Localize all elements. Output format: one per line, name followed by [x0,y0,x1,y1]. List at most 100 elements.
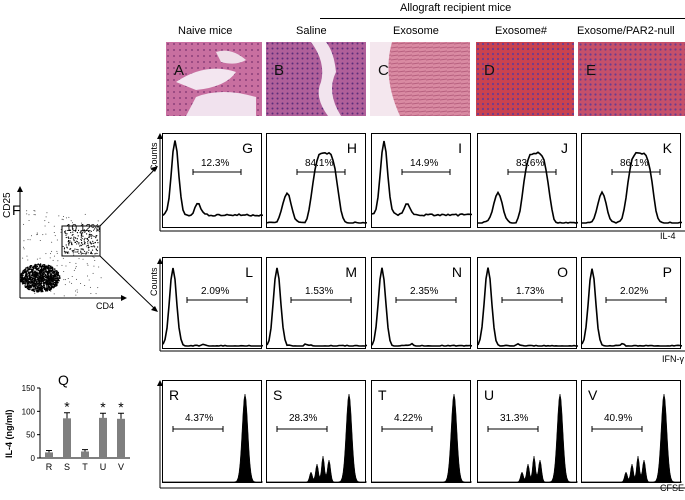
tissue-letter-c: C [378,62,389,79]
il4-y-label: Counts [149,142,159,171]
flow-dotplot-svg [17,186,127,301]
cfse-row-frame: CFSE [150,378,685,494]
tissue-naive-image [166,42,262,116]
ifn-panel-percentage: 2.35% [410,286,439,297]
bar-category-label: U [100,462,107,472]
flow-y-arrow [17,186,23,192]
cfse-histogram-u: U 31.3% [477,380,578,483]
ifn-panel-letter: M [345,264,357,280]
il4-histogram-j: J 83.6% [477,133,578,228]
flow-dots [19,209,102,297]
ifn-panel-percentage: 2.09% [201,286,230,297]
bar-s [63,418,71,458]
il4-histogram-plot [582,151,682,224]
tissue-naive: A [166,42,262,116]
bar-category-label: T [82,462,88,472]
header-exosome: Exosome [393,25,439,37]
header-exosome-hash: Exosome# [495,25,547,37]
cfse-histogram-plot [478,393,578,483]
cfse-histogram-r: R 4.37% [162,380,263,483]
ifn-histogram-plot [163,267,263,347]
il4-panel-letter: I [458,140,462,156]
tissue-letter-b: B [274,62,285,79]
il4-panel-percentage: 14.9% [410,158,439,169]
bar-category-label: R [46,462,53,472]
cfse-panel-letter: T [378,387,387,403]
il4-panel-percentage: 83.6% [516,158,545,169]
cfse-x-label: CFSE [660,483,685,493]
bar-significance-star: * [118,399,124,415]
tissue-letter-a: A [174,62,185,79]
ifn-panel-percentage: 2.02% [620,286,649,297]
ifn-panel-letter: O [557,264,568,280]
cfse-panel-percentage: 40.9% [604,413,633,424]
ifn-histogram-l: L 2.09% [162,257,263,349]
tissue-saline-image [266,42,366,116]
bar-r [45,452,53,458]
bar-u [99,417,107,458]
tissue-letter-e: E [586,62,597,79]
header-naive: Naive mice [178,25,233,37]
cfse-row-axes [157,380,685,489]
il4-histogram-plot [372,140,472,217]
ifn-panel-percentage: 1.73% [516,286,545,297]
ifn-histogram-plot [478,267,578,347]
cfse-panel-letter: U [484,387,495,403]
il4-histogram-plot [478,151,578,224]
cfse-panel-percentage: 4.37% [185,413,214,424]
il4-panel-percentage: 12.3% [201,158,230,169]
il4-histogram-plot [163,140,263,217]
ifn-panel-letter: N [451,264,462,280]
cfse-panel-letter: S [273,387,283,403]
cfse-histogram-plot [582,393,682,483]
group-title: Allograft recipient mice [400,2,512,14]
bar-significance-star: * [100,399,106,415]
flow-dotplot: F 10.12% CD4 CD25 [0,180,140,320]
ifn-x-label: IFN-γ [662,354,684,364]
bar-error-v [118,412,124,419]
bar-y-tick-label: 50 [26,431,35,440]
ifn-panel-letter: L [245,264,253,280]
tissue-exosome-hash-image [476,42,574,116]
bar-y-tick-label: 0 [31,454,36,463]
bar-y-label: IL-4 (ng/ml) [4,409,14,459]
header-exosome-par2: Exosome/PAR2-null [577,25,675,37]
cfse-histogram-plot [267,393,367,483]
bar-v [117,418,125,458]
il4-histogram-plot [267,151,367,224]
tissue-exosome: C [370,42,470,116]
header-saline: Saline [296,25,327,37]
ifn-panel-letter: P [662,264,672,280]
bar-error-r [46,450,52,453]
il4-panel-letter: H [346,140,357,156]
bar-y-tick-label: 150 [22,384,36,393]
tissue-exosome-image [370,42,470,116]
ifn-histogram-n: N 2.35% [371,257,472,349]
il4-panel-letter: G [242,140,253,156]
ifn-histogram-plot [267,267,367,347]
flow-x-arrow [121,295,127,301]
bar-category-label: V [118,462,124,472]
il4-panel-percentage: 84.1% [305,158,334,169]
cfse-panel-letter: R [169,387,180,403]
il4-panel-letter: J [561,140,568,156]
gate-connector-lines [99,166,158,312]
ifn-y-label: Counts [149,267,159,296]
il4-panel-percentage: 86.1% [620,158,649,169]
bar-y-tick-label: 100 [22,407,36,416]
il4-row-frame: Counts IL-4 [149,131,685,241]
tissue-letter-d: D [484,62,495,79]
ifn-histogram-o: O 1.73% [477,257,578,349]
cfse-panel-percentage: 31.3% [500,413,529,424]
tissue-exosome-par2-image [578,42,685,116]
il4-histogram-h: H 84.1% [266,133,367,228]
flow-gate-percentage: 10.12% [66,223,100,234]
cfse-histogram-plot [163,393,263,483]
